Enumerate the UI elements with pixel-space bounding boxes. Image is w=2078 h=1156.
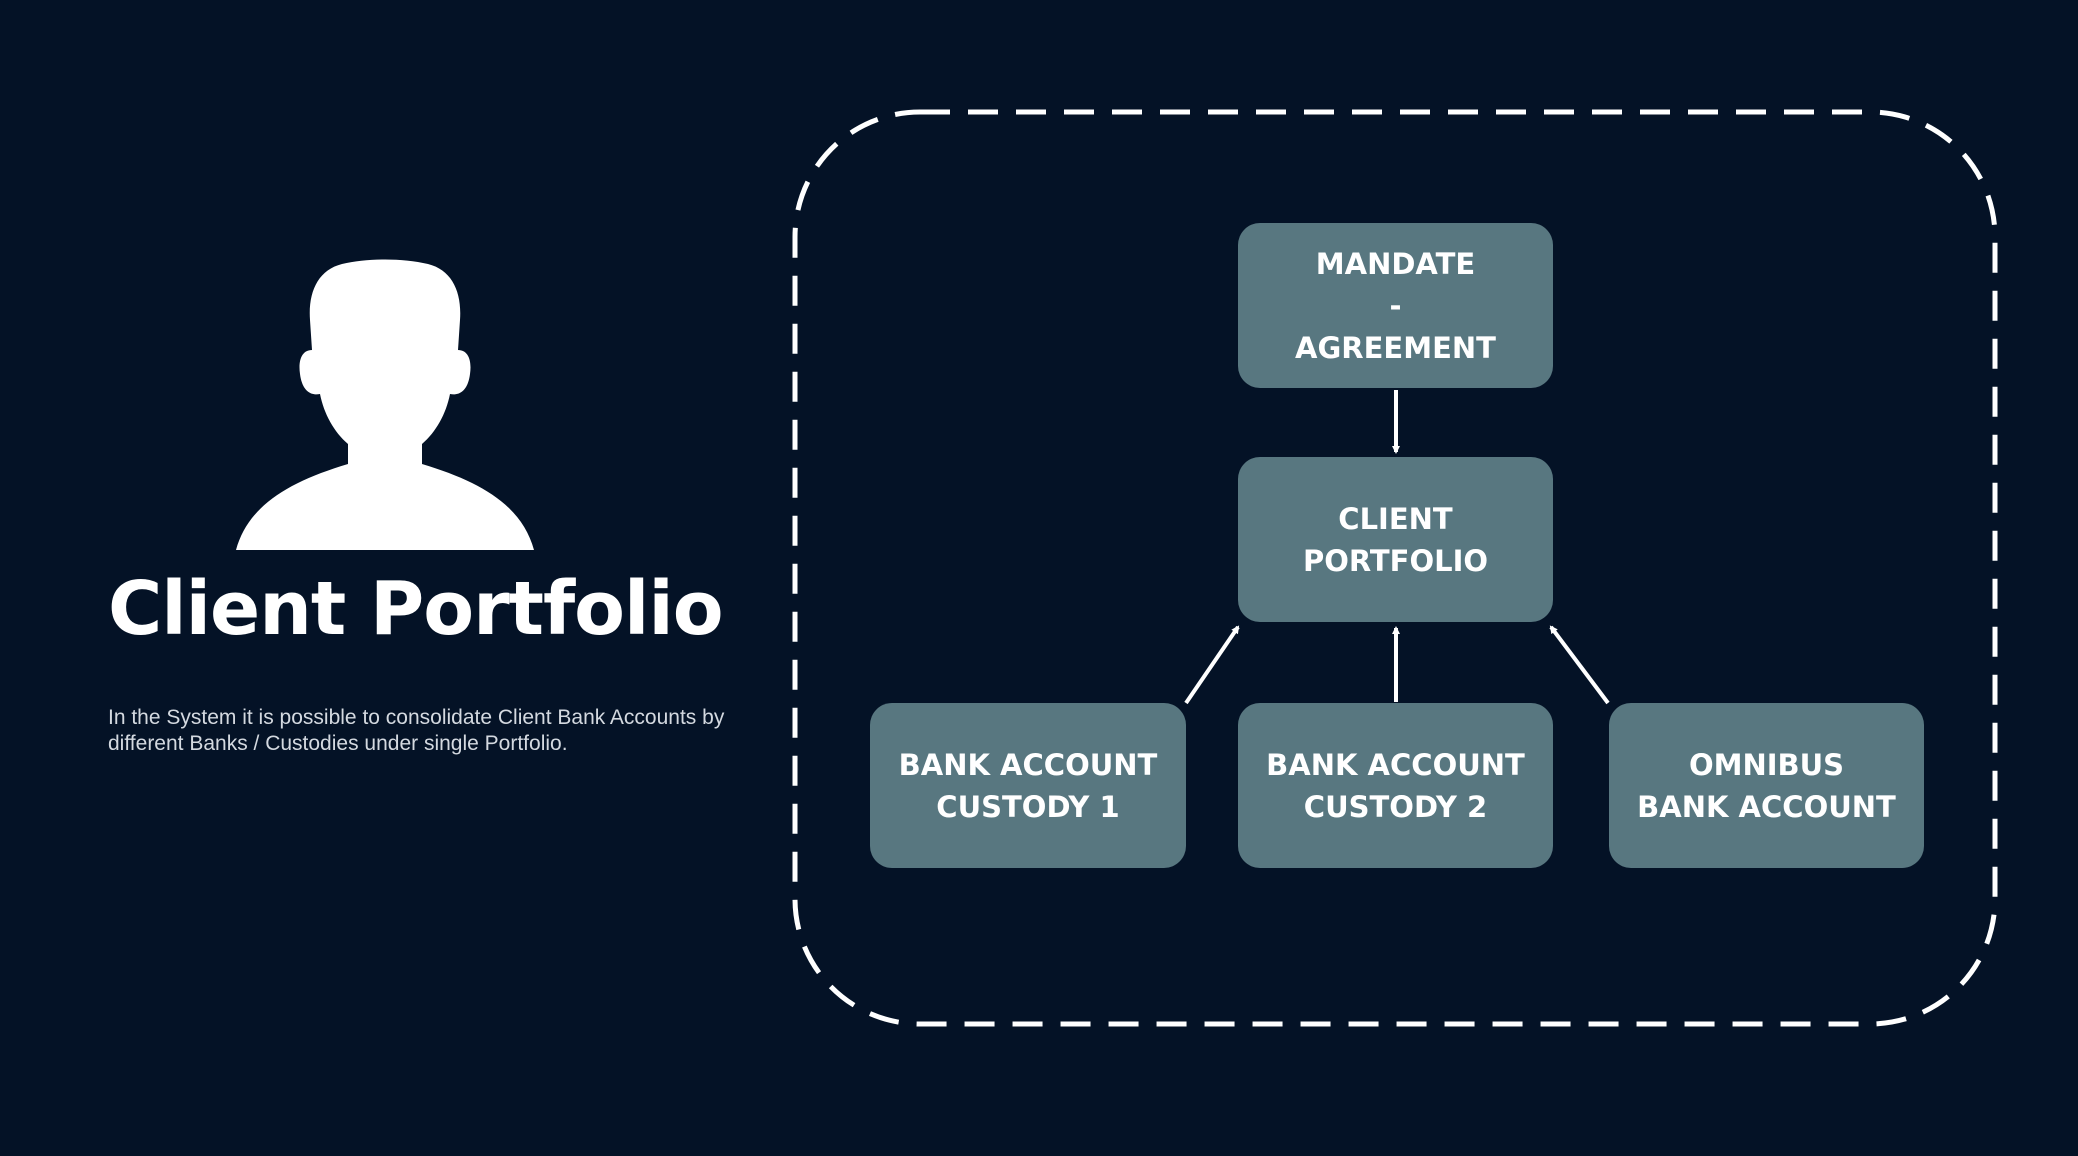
node-bank-account-custody-2: BANK ACCOUNT CUSTODY 2 — [1238, 703, 1553, 868]
node-label-line: - — [1389, 288, 1402, 323]
edge-custody1-to-portfolio — [1184, 625, 1240, 705]
node-label-line: BANK ACCOUNT — [898, 747, 1158, 782]
node-client-portfolio: CLIENT PORTFOLIO — [1238, 457, 1553, 622]
node-label-line: BANK ACCOUNT — [1637, 789, 1896, 824]
node-bank-account-custody-1: BANK ACCOUNT CUSTODY 1 — [870, 703, 1186, 868]
node-label-line: OMNIBUS — [1688, 747, 1845, 782]
node-label-line: PORTFOLIO — [1302, 543, 1489, 578]
node-label-line: CUSTODY 1 — [936, 789, 1120, 824]
person-silhouette-icon — [236, 259, 534, 550]
node-label-line: AGREEMENT — [1295, 330, 1496, 365]
node-omnibus-bank-account: OMNIBUS BANK ACCOUNT — [1609, 703, 1924, 868]
page-description: In the System it is possible to consolid… — [108, 706, 725, 755]
node-label-line: BANK ACCOUNT — [1266, 747, 1525, 782]
node-mandate-agreement: MANDATE - AGREEMENT — [1238, 223, 1553, 388]
node-label-line: MANDATE — [1315, 246, 1476, 281]
edge-omnibus-to-portfolio — [1549, 625, 1610, 705]
portfolio-group-border — [792, 109, 1998, 1027]
node-label-line: CLIENT — [1338, 501, 1453, 536]
node-label-line: CUSTODY 2 — [1303, 789, 1488, 824]
page-title: Client Portfolio — [108, 566, 724, 652]
